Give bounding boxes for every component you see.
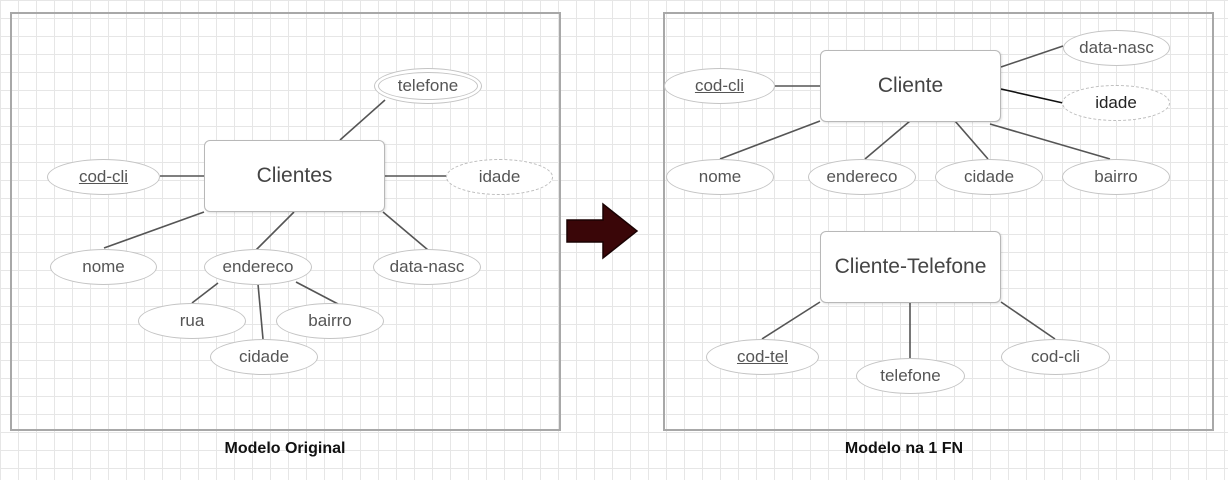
attr-cod-cli-key[interactable]: cod-cli bbox=[47, 159, 160, 195]
caption-original-model: Modelo Original bbox=[224, 440, 346, 457]
entity-cliente-telefone[interactable]: Cliente-Telefone bbox=[820, 231, 1001, 303]
original-model-panel bbox=[10, 12, 561, 431]
attr-data-nasc[interactable]: data-nasc bbox=[373, 249, 481, 285]
attr-cliente-cidade[interactable]: cidade bbox=[935, 159, 1043, 195]
attr-cod-tel-key[interactable]: cod-tel bbox=[706, 339, 819, 375]
attr-cliente-bairro[interactable]: bairro bbox=[1062, 159, 1170, 195]
attr-cidade[interactable]: cidade bbox=[210, 339, 318, 375]
entity-clientes[interactable]: Clientes bbox=[204, 140, 385, 212]
entity-cliente[interactable]: Cliente bbox=[820, 50, 1001, 122]
transform-arrow-icon bbox=[566, 202, 639, 260]
attr-telefone-cod-cli[interactable]: cod-cli bbox=[1001, 339, 1110, 375]
first-normal-form-panel bbox=[663, 12, 1214, 431]
attr-cliente-idade-derived[interactable]: idade bbox=[1062, 85, 1170, 121]
attr-idade-derived[interactable]: idade bbox=[446, 159, 553, 195]
attr-endereco[interactable]: endereco bbox=[204, 249, 312, 285]
attr-rua[interactable]: rua bbox=[138, 303, 246, 339]
caption-first-normal-form: Modelo na 1 FN bbox=[844, 440, 964, 457]
attr-bairro[interactable]: bairro bbox=[276, 303, 384, 339]
entity-cliente-telefone-label: Cliente-Telefone bbox=[834, 255, 987, 278]
attr-cliente-nome[interactable]: nome bbox=[666, 159, 774, 195]
entity-cliente-label: Cliente bbox=[877, 74, 944, 97]
attr-nome[interactable]: nome bbox=[50, 249, 157, 285]
attr-telefone[interactable]: telefone bbox=[856, 358, 965, 394]
attr-cliente-endereco[interactable]: endereco bbox=[808, 159, 916, 195]
attr-telefone-multivalued[interactable]: telefone bbox=[374, 68, 482, 104]
attr-cliente-data-nasc[interactable]: data-nasc bbox=[1063, 30, 1170, 66]
attr-cliente-cod-cli-key[interactable]: cod-cli bbox=[664, 68, 775, 104]
entity-clientes-label: Clientes bbox=[256, 164, 333, 187]
